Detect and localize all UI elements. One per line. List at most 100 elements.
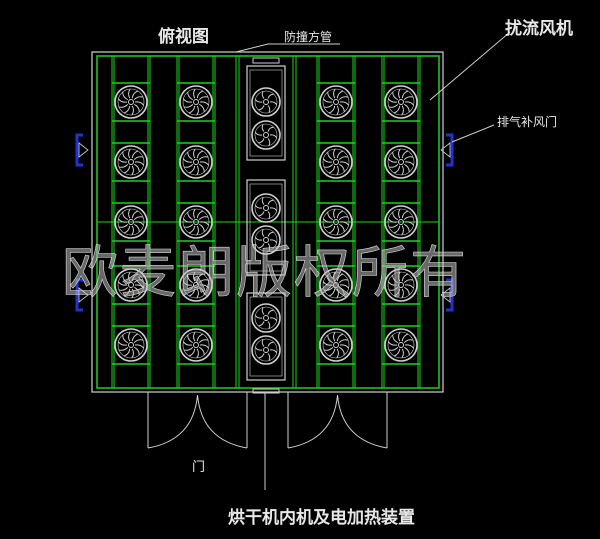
fan-blade <box>269 101 278 106</box>
fan-blade <box>269 349 278 354</box>
fan-blade <box>328 225 336 234</box>
fan-blade <box>404 284 414 289</box>
fan-blade <box>323 103 334 108</box>
fan-blade <box>401 273 409 282</box>
fan-ring <box>319 205 353 239</box>
label-dryer-unit: 烘干机内机及电加热装置 <box>228 508 415 528</box>
fan-blade <box>404 221 414 226</box>
fan-blade <box>258 243 265 249</box>
turbulence-fan <box>114 85 148 119</box>
vent-flap <box>78 287 89 303</box>
fan-inner-ring <box>254 306 278 330</box>
fan-blade <box>188 225 196 234</box>
turbulence-fan <box>114 268 148 302</box>
fan-blade <box>323 223 334 228</box>
fan-blade <box>328 105 336 114</box>
fan-inner-ring <box>117 88 145 116</box>
fan-blade <box>198 156 209 161</box>
fan-hub <box>333 219 339 225</box>
fan-blade <box>118 281 128 286</box>
fan-blade <box>388 346 399 351</box>
fan-blade <box>398 271 401 282</box>
fan-blade <box>267 93 274 99</box>
label-turbulence-fan: 扰流风机 <box>505 19 573 39</box>
fan-blade <box>333 148 336 159</box>
fan-blade <box>196 90 204 99</box>
fan-blade <box>196 273 204 282</box>
fan-blade <box>398 148 401 159</box>
watermark: 欧麦朗版权所有 <box>62 241 468 307</box>
fan-blade <box>187 274 193 284</box>
fan-blade <box>118 98 128 103</box>
fan-hub <box>193 159 199 165</box>
fan-inner-ring <box>254 123 278 147</box>
turbulence-fan <box>114 328 148 362</box>
door-swing-arc <box>147 394 198 449</box>
fan-blade <box>198 216 209 221</box>
fan-blade <box>403 156 414 161</box>
fan-inner-ring <box>254 338 278 362</box>
vent-bracket <box>75 278 83 312</box>
fan-blade <box>199 221 209 226</box>
fan-blade <box>183 103 194 108</box>
fan-hub <box>398 159 404 165</box>
fan-inner-ring <box>117 271 145 299</box>
fan-blade <box>123 165 131 174</box>
fan-inner-ring <box>322 148 350 176</box>
fan-blade <box>187 211 193 221</box>
fan-blade <box>188 348 196 357</box>
fan-blade <box>339 103 345 113</box>
anti-collision-tube <box>252 57 280 64</box>
fan-blade <box>323 158 333 163</box>
fan-blade <box>323 346 334 351</box>
fan-blade <box>333 88 336 99</box>
fan-blade <box>267 211 271 219</box>
fan-ring <box>251 120 281 150</box>
fan-blade <box>339 344 349 349</box>
fan-blade <box>398 331 401 342</box>
fan-blade <box>131 333 139 342</box>
turbulence-fan <box>384 145 418 179</box>
fan-blade <box>401 333 409 342</box>
fan-blade <box>323 286 334 291</box>
fan-inner-ring <box>254 90 278 114</box>
fan-blade <box>393 225 401 234</box>
fan-blade <box>336 90 344 99</box>
fan-blade <box>267 199 274 205</box>
fan-blade <box>269 134 278 139</box>
outer-frame <box>91 51 444 393</box>
fan-inner-ring <box>387 271 415 299</box>
fan-blade <box>338 279 349 284</box>
fan-blade <box>193 88 196 99</box>
fan-blade <box>134 223 140 233</box>
fan-blade <box>123 288 131 297</box>
fan-blade <box>131 288 134 299</box>
fan-blade <box>388 103 399 108</box>
fan-blade <box>401 210 409 219</box>
door-swing-arc <box>197 394 248 449</box>
anti-collision-tube <box>252 388 280 394</box>
leader-anti-collision <box>235 43 340 53</box>
fan-blade <box>393 288 401 297</box>
fan-blade <box>258 211 265 217</box>
fan-blade <box>134 103 140 113</box>
fan-inner-ring <box>182 88 210 116</box>
fan-blade <box>388 341 398 346</box>
fan-blade <box>398 208 401 219</box>
fan-blade <box>336 150 344 159</box>
fan-blade <box>401 165 404 176</box>
fan-blade <box>401 90 409 99</box>
fan-ring <box>114 268 148 302</box>
fan-blade <box>122 151 128 161</box>
fan-ring <box>251 225 281 255</box>
fan-ring <box>384 145 418 179</box>
fan-blade <box>261 197 265 205</box>
fan-blade <box>199 161 209 166</box>
fan-blade <box>183 98 193 103</box>
fan-inner-ring <box>322 331 350 359</box>
fan-ring <box>114 328 148 362</box>
fan-blade <box>188 288 196 297</box>
vent-flap <box>440 142 451 158</box>
fan-blade <box>128 88 131 99</box>
fan-blade <box>401 348 404 359</box>
